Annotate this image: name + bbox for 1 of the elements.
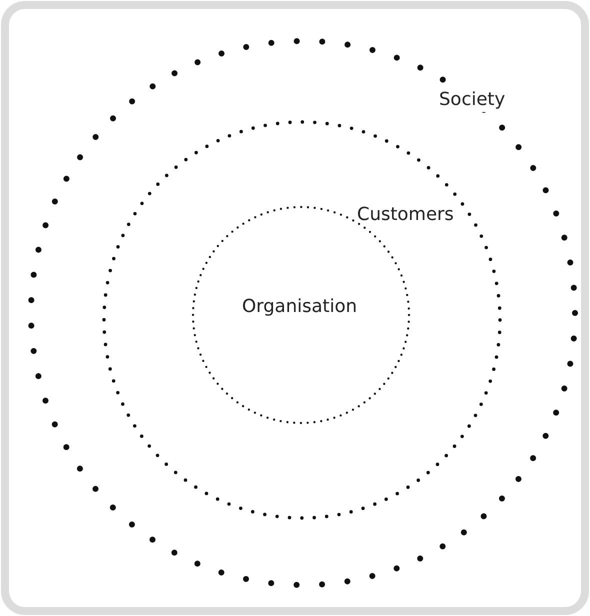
- circle-label: Society: [437, 88, 508, 112]
